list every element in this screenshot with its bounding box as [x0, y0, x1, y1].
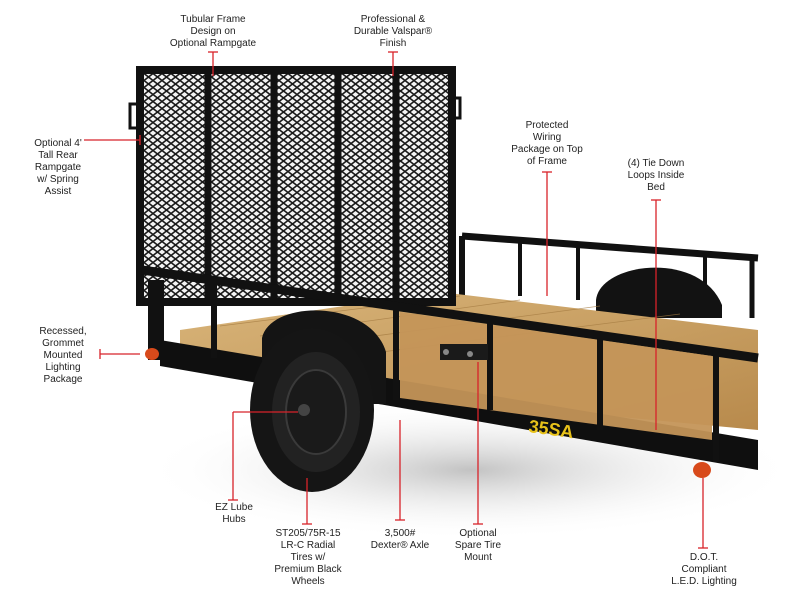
callout-ez-lube-hubs: EZ Lube Hubs	[208, 502, 260, 526]
callout-line: Wheels	[291, 576, 325, 587]
far-side-rail	[459, 232, 759, 318]
callout-rear-rampgate: Optional 4' Tall Rear Rampgate w/ Spring…	[30, 138, 86, 198]
callout-line: Design on	[190, 26, 236, 37]
callout-grommet-lighting: Recessed, Grommet Mounted Lighting Packa…	[30, 326, 96, 386]
callout-line: Recessed,	[39, 326, 87, 337]
callout-line: (4) Tie Down	[627, 158, 685, 169]
callout-line: Mounted	[43, 350, 83, 361]
callout-valspar-finish: Professional & Durable Valspar® Finish	[343, 14, 443, 50]
callout-line: Lighting	[45, 362, 81, 373]
callout-line: 3,500#	[384, 528, 416, 539]
rampgate	[128, 66, 462, 306]
rear-tail-light	[145, 348, 159, 360]
callout-line: Hubs	[222, 514, 246, 525]
callout-line: Package	[43, 374, 83, 385]
callout-line: Optional Rampgate	[169, 38, 257, 49]
callout-line: L.E.D. Lighting	[671, 576, 737, 587]
spare-tire-mount	[440, 344, 488, 360]
callout-line: Assist	[44, 186, 72, 197]
callout-line: Tires w/	[290, 552, 326, 563]
callout-line: Rampgate	[34, 162, 82, 173]
callout-line: Loops Inside	[627, 170, 685, 181]
callout-line: Finish	[379, 38, 407, 49]
wheel-assembly	[250, 328, 374, 492]
callout-line: Package on Top	[511, 144, 583, 155]
callout-lines	[84, 51, 708, 549]
callout-line: Spare Tire	[454, 540, 502, 551]
callout-wiring-package: Protected Wiring Package on Top of Frame	[500, 120, 594, 168]
callout-line: Durable Valspar®	[353, 26, 433, 37]
callout-line: Tubular Frame	[180, 14, 246, 25]
callout-axle: 3,500# Dexter® Axle	[364, 528, 436, 552]
near-top-rail	[141, 265, 759, 363]
callout-line: Wiring	[532, 132, 562, 143]
callout-tie-down-loops: (4) Tie Down Loops Inside Bed	[614, 158, 698, 194]
callout-line: of Frame	[526, 156, 567, 167]
far-fender	[596, 267, 722, 318]
callout-line: Compliant	[681, 564, 727, 575]
callout-line: ST205/75R-15	[275, 528, 341, 539]
front-tail-light	[693, 462, 711, 478]
callout-line: D.O.T.	[689, 552, 719, 563]
callout-tires: ST205/75R-15 LR-C Radial Tires w/ Premiu…	[262, 528, 354, 588]
callout-line: Bed	[647, 182, 665, 193]
callout-line: Premium Black	[274, 564, 342, 575]
callout-line: Mount	[464, 552, 492, 563]
callout-line: Grommet	[42, 338, 84, 349]
callout-line: LR-C Radial	[280, 540, 336, 551]
callout-line: Protected	[525, 120, 569, 131]
callout-line: Tall Rear	[38, 150, 78, 161]
callout-tubular-frame: Tubular Frame Design on Optional Rampgat…	[162, 14, 264, 50]
callout-line: Professional &	[360, 14, 426, 25]
callout-led-lighting: D.O.T. Compliant L.E.D. Lighting	[662, 552, 746, 588]
callout-line: Dexter® Axle	[370, 540, 430, 551]
callout-line: w/ Spring	[37, 174, 79, 185]
callout-line: Optional	[459, 528, 497, 539]
callout-spare-tire-mount: Optional Spare Tire Mount	[442, 528, 514, 564]
callout-line: Optional 4'	[34, 138, 82, 149]
callout-line: EZ Lube	[215, 502, 253, 513]
